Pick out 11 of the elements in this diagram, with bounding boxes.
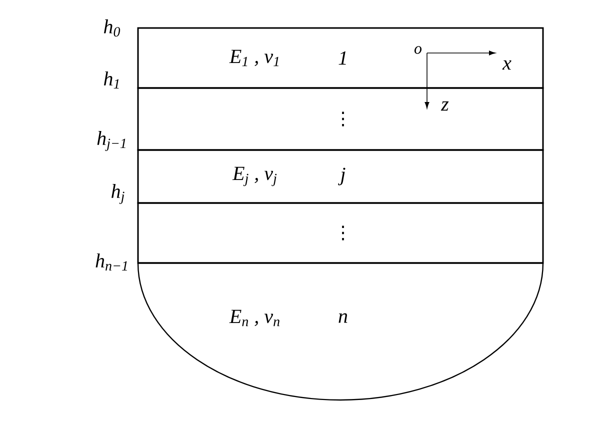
layer-band: E$_{n}$ , v$_{n}$ n [137,262,544,401]
axis-label: x [502,60,512,70]
axis-label: h$_{1}$ [104,72,119,88]
axis-label: h$_{0}$ [104,19,120,37]
layer-band: ⋮ [137,202,544,264]
axis-label: h$_{n−1}$ [96,254,127,270]
axis-label: z [440,101,449,111]
axis-label: h$_{j−1}$ [97,131,126,151]
axis-label: o [414,46,422,54]
layer-band: E$_{j}$ , v$_{j}$ j [137,149,544,204]
axis-label: h$_{j}$ [112,184,124,204]
